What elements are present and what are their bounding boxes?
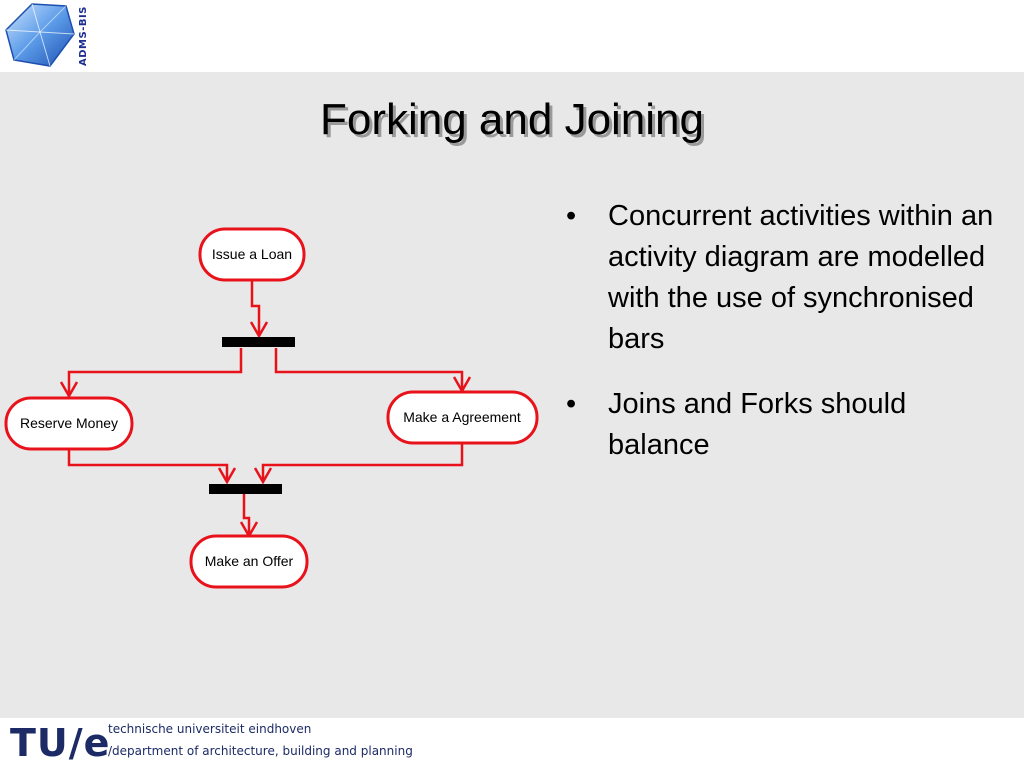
bullet-list: • Concurrent activities within an activit… [566,196,1006,490]
node-make-a-agreement: Make a Agreement [386,390,539,445]
crystal-logo-icon [5,3,75,67]
arrowhead-join-left [217,467,237,485]
node-label-issue: Issue a Loan [212,246,292,262]
edge-reserve-to-join [67,448,229,482]
node-label-reserve: Reserve Money [20,415,118,431]
edge-fork-to-agreement [274,348,464,392]
edge-fork-to-reserve [67,348,243,398]
bullet-dot-icon: • [566,388,577,420]
admsbis-logo: ADMS-BIS [0,0,110,72]
arrowhead-join-right [253,467,273,485]
fork-bar [222,337,295,347]
node-make-an-offer: Make an Offer [189,534,309,589]
bullet-text: Joins and Forks should balance [608,388,907,461]
bullet-item: • Concurrent activities within an activit… [566,196,1006,360]
bullet-item: • Joins and Forks should balance [566,384,1006,466]
bullet-text: Concurrent activities within an activity… [608,200,994,355]
arrowhead-reserve [59,381,79,399]
node-issue-a-loan: Issue a Loan [198,227,306,282]
tue-logo: TU/e [10,721,111,765]
footer [0,718,1024,768]
slide-title: Forking and Joining [319,95,704,144]
edge-join-to-offer [242,494,251,536]
node-reserve-money: Reserve Money [4,396,134,451]
edge-agreement-to-join [261,443,464,482]
department-name: /department of architecture, building an… [108,744,413,758]
edge-issue-to-fork [250,280,261,336]
university-name: technische universiteit eindhoven [108,722,312,736]
arrowhead-fork [249,321,269,339]
node-label-offer: Make an Offer [205,553,294,569]
join-bar [209,484,282,494]
bullet-dot-icon: • [566,200,577,232]
header [0,0,1024,72]
node-label-agreement: Make a Agreement [403,409,521,425]
